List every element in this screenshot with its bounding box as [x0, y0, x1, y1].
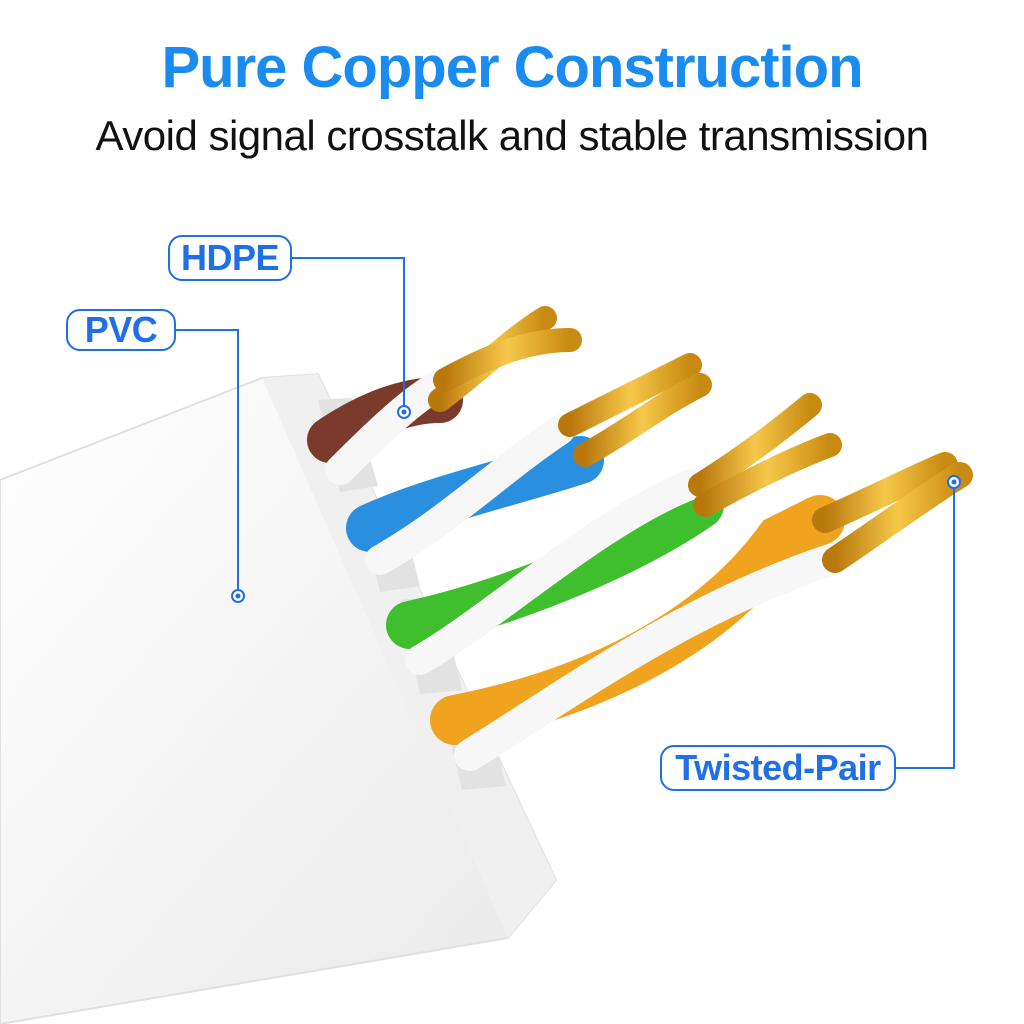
twisted-pair-callout: Twisted-Pair	[660, 745, 896, 791]
green-wire-pair	[386, 393, 842, 675]
headline: Pure Copper Construction	[161, 35, 863, 100]
callout-leader-lines	[176, 257, 955, 769]
orange-wire-pair	[430, 452, 973, 771]
hdpe-callout: HDPE	[168, 235, 292, 281]
brown-wire-pair	[307, 306, 582, 485]
pvc-callout: PVC	[66, 309, 176, 351]
blue-wire-pair	[346, 353, 712, 575]
subheadline: Avoid signal crosstalk and stable transm…	[95, 112, 929, 159]
